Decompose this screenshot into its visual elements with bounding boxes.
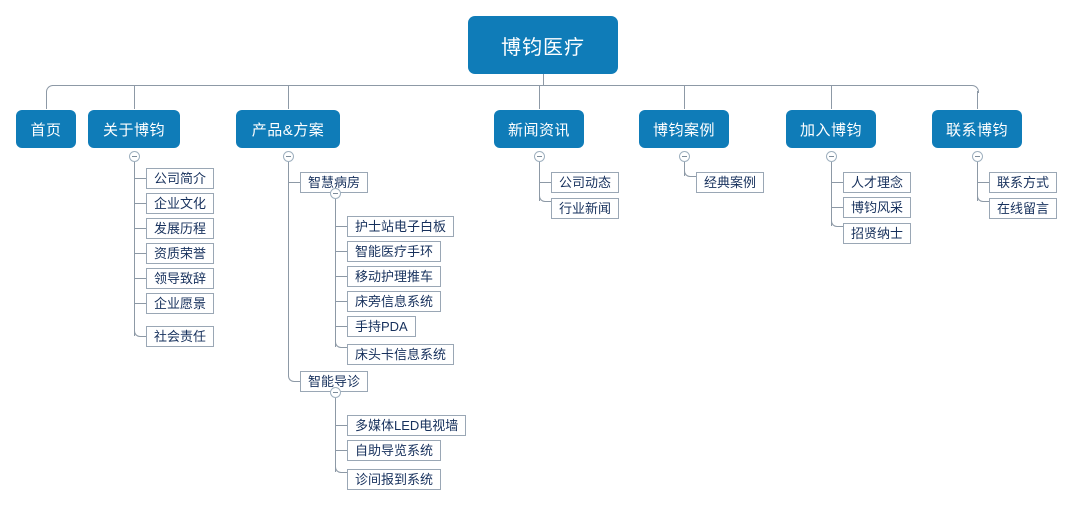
drop-home xyxy=(46,91,47,109)
stub-ward-5 xyxy=(336,326,347,327)
rail-products-end xyxy=(288,375,296,382)
rail-contact-end xyxy=(977,195,985,202)
leaf-ward-1[interactable]: 护士站电子白板 xyxy=(347,216,455,237)
leaf-ward-3[interactable]: 移动护理推车 xyxy=(347,266,442,287)
rail-cases-end xyxy=(684,170,692,177)
rail-smart-guide xyxy=(335,398,336,472)
stub-about-5 xyxy=(135,278,146,279)
leaf-about-6[interactable]: 企业愿景 xyxy=(146,293,215,314)
leaf-ward-5[interactable]: 手持PDA xyxy=(347,316,416,337)
stub-products-1 xyxy=(289,182,300,183)
drop-cases xyxy=(684,85,685,109)
stub-about-4 xyxy=(135,253,146,254)
collapse-minus-icon-news[interactable] xyxy=(534,151,545,162)
rail-smart-guide-end xyxy=(335,466,343,473)
node-smart-ward[interactable]: 智慧病房 xyxy=(300,172,369,193)
leaf-about-7[interactable]: 社会责任 xyxy=(146,326,215,347)
leaf-guide-3[interactable]: 诊间报到系统 xyxy=(347,469,442,490)
stub-ward-2 xyxy=(336,251,347,252)
leaf-ward-2[interactable]: 智能医疗手环 xyxy=(347,241,442,262)
stub-about-3 xyxy=(135,228,146,229)
collapse-minus-icon-cases[interactable] xyxy=(679,151,690,162)
stub-about-2 xyxy=(135,203,146,204)
branch-node-home[interactable]: 首页 xyxy=(16,110,76,148)
rail-join xyxy=(831,162,832,226)
branch-node-join[interactable]: 加入博钧 xyxy=(786,110,876,148)
branch-node-cases[interactable]: 博钧案例 xyxy=(639,110,729,148)
leaf-news-2[interactable]: 行业新闻 xyxy=(551,198,620,219)
stub-ward-4 xyxy=(336,301,347,302)
node-smart-guide[interactable]: 智能导诊 xyxy=(300,371,369,392)
collapse-minus-icon-about[interactable] xyxy=(129,151,140,162)
rail-about xyxy=(134,162,135,336)
root-stem xyxy=(543,74,544,85)
leaf-ward-6[interactable]: 床头卡信息系统 xyxy=(347,344,455,365)
leaf-guide-1[interactable]: 多媒体LED电视墙 xyxy=(347,415,467,436)
bus-right-corner xyxy=(971,85,979,93)
stub-about-1 xyxy=(135,178,146,179)
stub-about-6 xyxy=(135,303,146,304)
branch-node-contact[interactable]: 联系博钧 xyxy=(932,110,1022,148)
leaf-join-3[interactable]: 招贤纳士 xyxy=(843,223,912,244)
stub-cases-1 xyxy=(690,176,696,177)
leaf-ward-4[interactable]: 床旁信息系统 xyxy=(347,291,442,312)
branch-node-news[interactable]: 新闻资讯 xyxy=(494,110,584,148)
rail-smart-ward-end xyxy=(335,341,343,348)
leaf-join-1[interactable]: 人才理念 xyxy=(843,172,912,193)
collapse-minus-icon-join[interactable] xyxy=(826,151,837,162)
collapse-minus-icon-smart-ward[interactable] xyxy=(330,188,341,199)
leaf-news-1[interactable]: 公司动态 xyxy=(551,172,620,193)
rail-join-end xyxy=(831,220,839,227)
leaf-cases-1[interactable]: 经典案例 xyxy=(696,172,765,193)
leaf-join-2[interactable]: 博钧风采 xyxy=(843,197,912,218)
stub-ward-1 xyxy=(336,226,347,227)
rail-products xyxy=(288,162,289,376)
level2-bus xyxy=(52,85,972,86)
rail-smart-ward xyxy=(335,199,336,347)
rail-news-end xyxy=(539,195,547,202)
branch-node-about[interactable]: 关于博钧 xyxy=(88,110,180,148)
stub-join-1 xyxy=(832,182,843,183)
leaf-guide-2[interactable]: 自助导览系统 xyxy=(347,440,442,461)
drop-about xyxy=(134,85,135,109)
stub-guide-1 xyxy=(336,425,347,426)
stub-join-2 xyxy=(832,207,843,208)
drop-products xyxy=(288,85,289,109)
drop-news xyxy=(539,85,540,109)
collapse-minus-icon-smart-guide[interactable] xyxy=(330,387,341,398)
leaf-contact-1[interactable]: 联系方式 xyxy=(989,172,1058,193)
rail-contact xyxy=(977,162,978,201)
stub-contact-1 xyxy=(978,182,989,183)
drop-contact xyxy=(977,91,978,109)
bus-left-corner xyxy=(46,85,54,93)
leaf-about-2[interactable]: 企业文化 xyxy=(146,193,215,214)
leaf-about-4[interactable]: 资质荣誉 xyxy=(146,243,215,264)
collapse-minus-icon-contact[interactable] xyxy=(972,151,983,162)
stub-contact-2 xyxy=(983,201,989,202)
leaf-contact-2[interactable]: 在线留言 xyxy=(989,198,1058,219)
drop-join xyxy=(831,85,832,109)
root-node[interactable]: 博钧医疗 xyxy=(468,16,618,74)
rail-about-end xyxy=(134,330,142,337)
leaf-about-5[interactable]: 领导致辞 xyxy=(146,268,215,289)
leaf-about-3[interactable]: 发展历程 xyxy=(146,218,215,239)
stub-about-7 xyxy=(140,336,146,337)
stub-news-1 xyxy=(540,182,551,183)
stub-guide-2 xyxy=(336,450,347,451)
rail-news xyxy=(539,162,540,201)
stub-guide-3 xyxy=(341,472,347,473)
stub-ward-3 xyxy=(336,276,347,277)
branch-node-products[interactable]: 产品&方案 xyxy=(236,110,340,148)
stub-news-2 xyxy=(545,201,551,202)
stub-ward-6 xyxy=(341,347,347,348)
stub-join-3 xyxy=(837,226,843,227)
collapse-minus-icon-products[interactable] xyxy=(283,151,294,162)
rail-cases xyxy=(684,162,685,176)
leaf-about-1[interactable]: 公司简介 xyxy=(146,168,215,189)
stub-products-2 xyxy=(294,381,300,382)
